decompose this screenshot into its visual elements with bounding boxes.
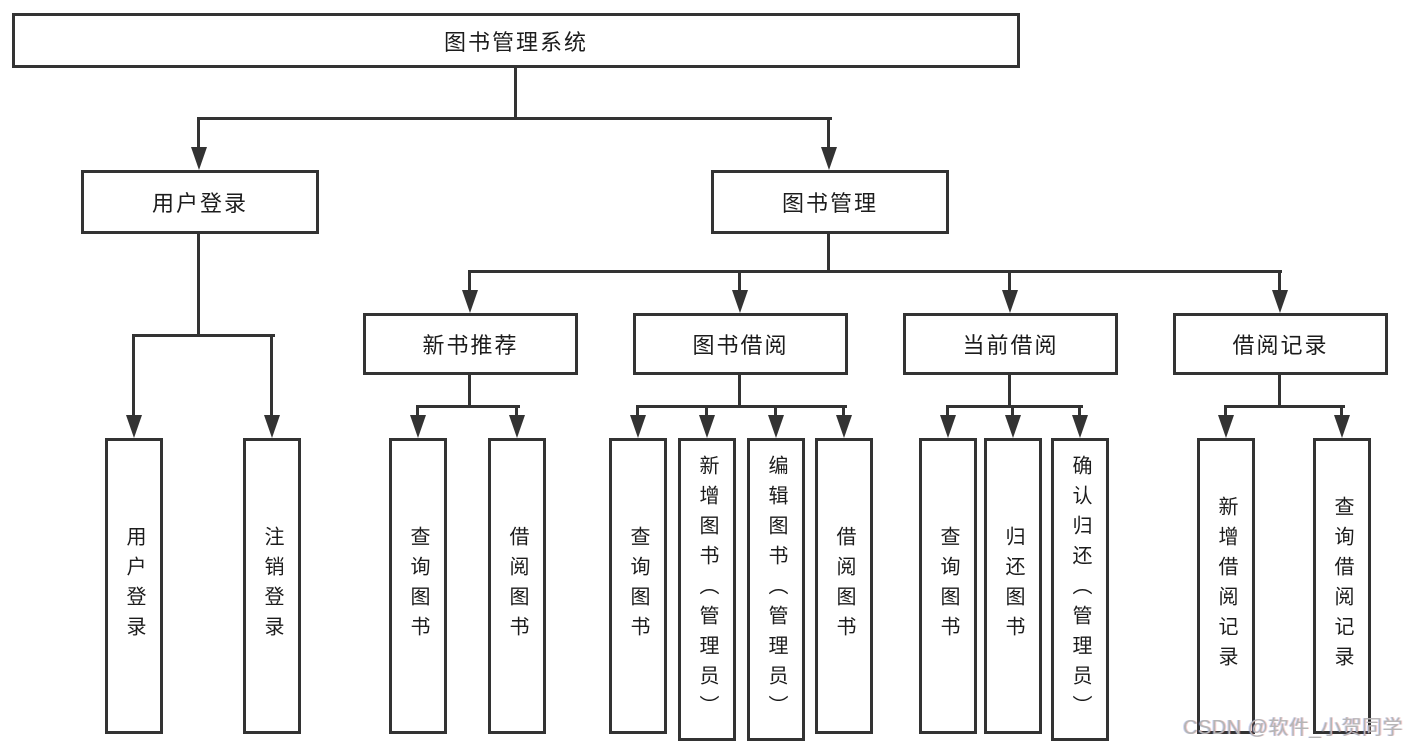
node-label: 新增借阅记录 — [1215, 496, 1237, 676]
node-book-management: 图书管理 — [711, 170, 949, 234]
node-label: 编辑图书（管理员） — [765, 454, 787, 725]
arrow-down-icon — [462, 290, 478, 313]
arrow-down-icon — [732, 290, 748, 313]
connector-line — [636, 405, 847, 408]
connector-line — [1008, 375, 1011, 408]
connector-line — [1008, 270, 1011, 296]
arrow-down-icon — [821, 147, 837, 170]
connector-line — [1224, 405, 1227, 419]
node-label: 用户登录 — [151, 191, 248, 216]
node-label: 查询图书 — [627, 526, 649, 646]
connector-line — [827, 234, 830, 273]
connector-line — [197, 117, 200, 150]
connector-line — [197, 117, 832, 120]
node-label: 查询图书 — [407, 526, 429, 646]
node-user-login: 用户登录 — [81, 170, 319, 234]
connector-line — [416, 405, 419, 419]
connector-line — [416, 405, 520, 408]
arrow-down-icon — [768, 415, 784, 438]
arrow-down-icon — [836, 415, 852, 438]
leaf-edit-books-admin: 编辑图书（管理员） — [747, 438, 805, 741]
connector-line — [468, 270, 1282, 273]
node-label: 确认归还（管理员） — [1069, 454, 1091, 725]
node-label: 新增图书（管理员） — [696, 454, 718, 725]
node-label: 图书管理 — [781, 191, 878, 216]
connector-line — [197, 234, 200, 337]
arrow-down-icon — [191, 147, 207, 170]
connector-line — [132, 334, 275, 337]
node-label: 查询借阅记录 — [1331, 496, 1353, 676]
arrow-down-icon — [1334, 415, 1350, 438]
leaf-return-books: 归还图书 — [984, 438, 1042, 734]
connector-line — [468, 270, 471, 296]
connector-line — [270, 334, 273, 419]
connector-line — [946, 405, 1083, 408]
node-label: 借阅图书 — [833, 526, 855, 646]
node-label: 注销登录 — [261, 526, 283, 646]
leaf-user-login: 用户登录 — [105, 438, 163, 734]
connector-line — [946, 405, 949, 419]
node-label: 借阅图书 — [506, 526, 528, 646]
leaf-query-books-recommend: 查询图书 — [389, 438, 447, 734]
leaf-query-borrow-record: 查询借阅记录 — [1313, 438, 1371, 734]
connector-line — [132, 334, 135, 419]
node-root-library-system: 图书管理系统 — [12, 13, 1020, 68]
connector-line — [738, 270, 741, 296]
node-label: 用户登录 — [123, 526, 145, 646]
connector-line — [1224, 405, 1345, 408]
connector-line — [468, 375, 471, 408]
connector-line — [738, 375, 741, 408]
connector-line — [842, 405, 845, 419]
leaf-borrow-books: 借阅图书 — [815, 438, 873, 734]
node-label: 归还图书 — [1002, 526, 1024, 646]
leaf-borrow-books-recommend: 借阅图书 — [488, 438, 546, 734]
connector-line — [1278, 270, 1281, 296]
leaf-query-books-current: 查询图书 — [919, 438, 977, 734]
connector-line — [827, 117, 830, 150]
arrow-down-icon — [940, 415, 956, 438]
arrow-down-icon — [410, 415, 426, 438]
leaf-confirm-return-admin: 确认归还（管理员） — [1051, 438, 1109, 741]
leaf-logout: 注销登录 — [243, 438, 301, 734]
arrow-down-icon — [699, 415, 715, 438]
connector-line — [1278, 375, 1281, 408]
node-label: 图书管理系统 — [443, 29, 588, 55]
leaf-add-books-admin: 新增图书（管理员） — [678, 438, 736, 741]
arrow-down-icon — [1002, 290, 1018, 313]
node-label: 查询图书 — [937, 526, 959, 646]
node-label: 新书推荐 — [422, 333, 519, 358]
csdn-watermark: CSDN @软件_小贺同学 — [1183, 717, 1404, 739]
node-new-book-recommend: 新书推荐 — [363, 313, 578, 375]
node-borrow-records: 借阅记录 — [1173, 313, 1388, 375]
leaf-query-books-borrow: 查询图书 — [609, 438, 667, 734]
connector-line — [515, 405, 518, 419]
arrow-down-icon — [264, 415, 280, 438]
connector-line — [636, 405, 639, 419]
connector-line — [774, 405, 777, 419]
arrow-down-icon — [1072, 415, 1088, 438]
leaf-add-borrow-record: 新增借阅记录 — [1197, 438, 1255, 734]
arrow-down-icon — [1272, 290, 1288, 313]
connector-line — [1011, 405, 1014, 419]
node-label: 当前借阅 — [962, 333, 1059, 358]
arrow-down-icon — [1005, 415, 1021, 438]
node-book-borrow: 图书借阅 — [633, 313, 848, 375]
arrow-down-icon — [509, 415, 525, 438]
node-label: 图书借阅 — [692, 333, 789, 358]
arrow-down-icon — [126, 415, 142, 438]
connector-line — [705, 405, 708, 419]
connector-line — [1078, 405, 1081, 419]
arrow-down-icon — [1218, 415, 1234, 438]
arrow-down-icon — [630, 415, 646, 438]
connector-line — [1340, 405, 1343, 419]
node-label: 借阅记录 — [1232, 333, 1329, 358]
node-current-borrow: 当前借阅 — [903, 313, 1118, 375]
connector-line — [514, 68, 517, 120]
